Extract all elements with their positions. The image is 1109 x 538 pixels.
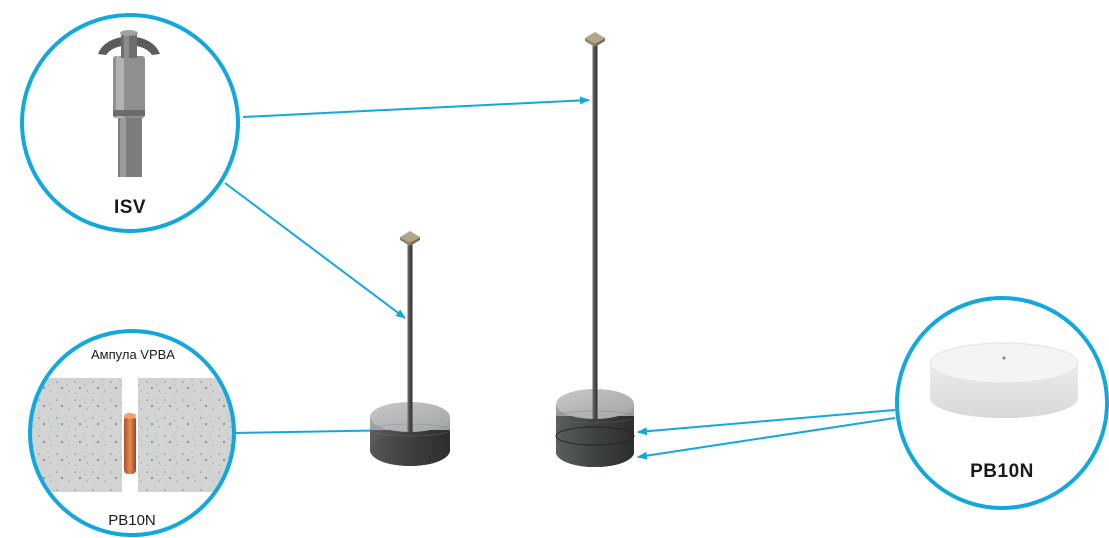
pb10n-callout: [895, 296, 1109, 510]
isv-anchor-image: [98, 30, 160, 177]
short-rod-cap: [400, 231, 420, 246]
vpba-ampoule: [124, 416, 136, 474]
arrow-pb10n-to-upper-disc: [637, 409, 896, 436]
pb10n-puck-image: [929, 342, 1079, 418]
isv-callout: [20, 13, 240, 233]
ampoule-label: Ампула VPBA: [91, 347, 175, 362]
tall-rod-assembly: [555, 32, 635, 467]
connector-arrows: [224, 96, 896, 460]
ampoule-cross-section-image: [30, 378, 234, 492]
tall-rod-cap: [585, 32, 605, 47]
arrow-isv-to-short-rod: [224, 182, 406, 319]
ampoule-callout: [28, 329, 236, 537]
arrow-pb10n-to-lower-disc: [637, 417, 896, 460]
short-rod-assembly: [369, 231, 451, 466]
ampoule-pb10n-label: PB10N: [108, 512, 156, 529]
tall-rod: [592, 41, 598, 419]
pb10n-label: PB10N: [970, 461, 1034, 482]
arrow-isv-to-tall-rod: [242, 96, 590, 118]
isv-label: ISV: [113, 197, 147, 218]
short-rod: [407, 240, 413, 432]
